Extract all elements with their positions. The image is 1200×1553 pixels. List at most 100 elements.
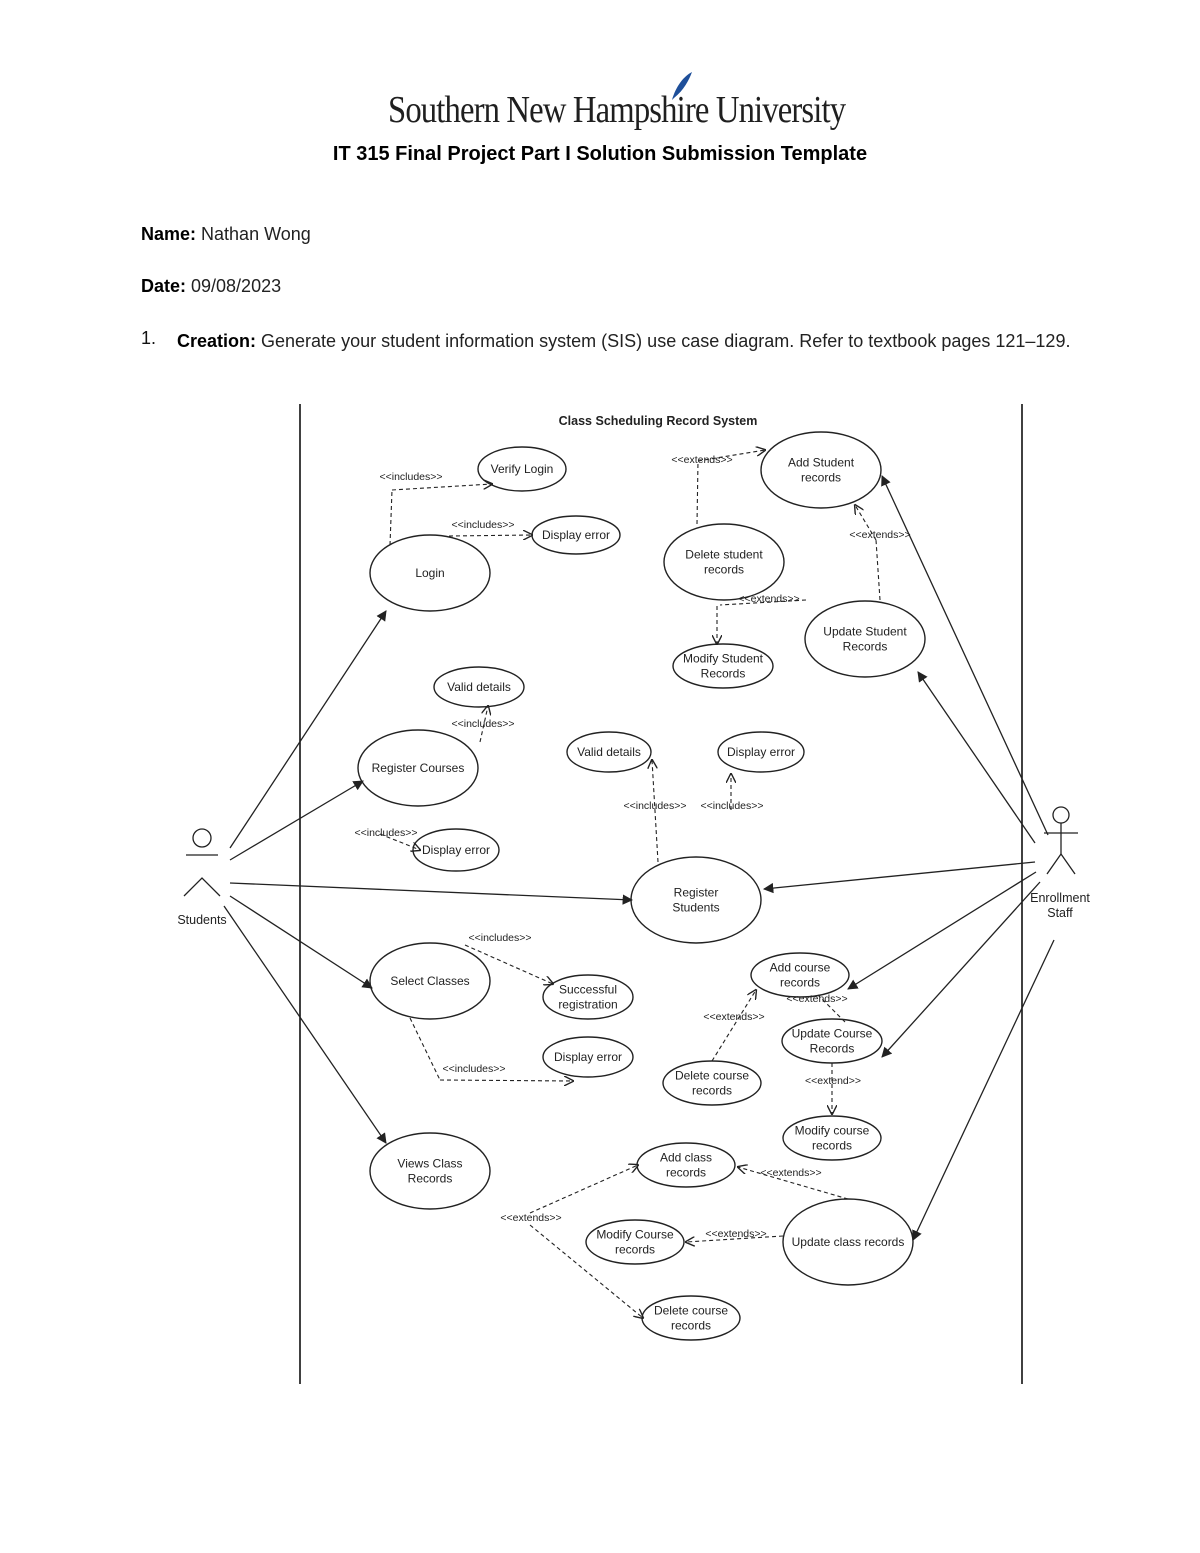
- enrollment-staff-actor: Enrollment Staff: [1030, 806, 1090, 920]
- stereotype-label: <<extends>>: [671, 454, 732, 466]
- assoc-students-register-courses: [229, 780, 364, 861]
- stereotype-label: <<includes>>: [468, 932, 531, 944]
- use-case-label-successful-registration: Successful: [559, 983, 617, 997]
- date-field: Date: 09/08/2023: [141, 276, 281, 297]
- use-case-update-student-records: [804, 600, 926, 678]
- association-line: [409, 1017, 441, 1081]
- association-line: [391, 484, 492, 491]
- use-case-label-modify-course-records-1: Modify course: [795, 1124, 870, 1138]
- use-case-label-delete-student-records: Delete student: [685, 548, 763, 562]
- association-line: [389, 489, 393, 546]
- assoc-staff-add-course: [847, 871, 1037, 990]
- use-case-label-valid-details-1: Valid details: [447, 680, 511, 694]
- use-case-label-display-error-classes: Display error: [554, 1050, 622, 1064]
- question-body: Generate your student information system…: [256, 331, 1071, 351]
- use-case-label-delete-course-records-2: Delete course: [654, 1304, 728, 1318]
- use-case-display-error-students: [717, 731, 805, 773]
- system-title: Class Scheduling Record System: [559, 414, 758, 428]
- use-case-label-register-students: Students: [672, 901, 719, 915]
- use-case-label-update-class-records: Update class records: [792, 1235, 905, 1249]
- use-case-successful-registration: [542, 974, 634, 1020]
- staff-label-line2: Staff: [1047, 906, 1073, 920]
- association-line: [738, 1167, 849, 1200]
- use-case-label-add-class-records: Add class: [660, 1151, 712, 1165]
- use-case-label-add-course-records: records: [780, 976, 820, 990]
- use-case-update-class-records: [782, 1198, 914, 1286]
- use-case-label-display-error-students: Display error: [727, 745, 795, 759]
- assoc-staff-update-student: [917, 671, 1036, 844]
- stereotype-label: <<extends>>: [760, 1167, 821, 1179]
- stereotype-label: <<includes>>: [354, 827, 417, 839]
- use-case-label-modify-student-records: Modify Student: [683, 652, 764, 666]
- use-case-label-select-classes: Select Classes: [390, 974, 469, 988]
- stereotype-label: <<extends>>: [738, 593, 799, 605]
- assoc-students-login: [229, 610, 387, 849]
- use-case-label-modify-course-records-2: Modify Course: [596, 1228, 674, 1242]
- use-case-label-update-student-records: Update Student: [823, 625, 907, 639]
- assoc-students-select-classes: [229, 895, 373, 989]
- association-line: [439, 1080, 573, 1081]
- use-case-views-class-records: [369, 1132, 491, 1210]
- document-title: IT 315 Final Project Part I Solution Sub…: [332, 143, 868, 165]
- association-line: [855, 505, 877, 541]
- use-case-label-update-course-records: Records: [810, 1042, 855, 1056]
- assoc-students-register-students: [229, 882, 634, 905]
- use-case-label-display-error-courses: Display error: [422, 843, 490, 857]
- stereotype-label: <<extends>>: [705, 1228, 766, 1240]
- students-actor: Students: [177, 828, 227, 927]
- association-line: [652, 760, 659, 863]
- use-case-label-update-student-records: Records: [843, 640, 888, 654]
- use-case-login: [369, 534, 491, 612]
- students-label: Students: [177, 913, 226, 927]
- stereotype-label: <<extends>>: [849, 529, 910, 541]
- use-case-display-error-login: [531, 515, 621, 555]
- stereotype-label: <<includes>>: [379, 471, 442, 483]
- use-case-label-verify-login: Verify Login: [491, 462, 554, 476]
- assoc-students-views-class-records: [223, 905, 387, 1144]
- use-case-label-successful-registration: registration: [558, 998, 617, 1012]
- association-line: [875, 539, 881, 601]
- use-case-label-register-students: Register: [674, 886, 719, 900]
- assoc-staff-update-course: [881, 881, 1041, 1058]
- association-line: [529, 1165, 638, 1214]
- use-case-label-login: Login: [415, 566, 444, 580]
- association-line: [464, 944, 553, 984]
- stereotype-label: <<extends>>: [786, 993, 847, 1005]
- use-case-label-valid-details-2: Valid details: [577, 745, 641, 759]
- question-label: Creation:: [177, 331, 257, 351]
- use-case-label-delete-course-records-1: Delete course: [675, 1069, 749, 1083]
- association-line: [696, 460, 699, 525]
- stereotype-label: <<includes>>: [442, 1063, 505, 1075]
- use-case-modify-course-records-2: [585, 1219, 685, 1265]
- date-label: Date:: [141, 276, 187, 296]
- use-case-label-delete-student-records: records: [704, 563, 744, 577]
- use-case-label-modify-student-records: Records: [701, 667, 746, 681]
- association-line: [686, 1235, 784, 1242]
- name-field: Name: Nathan Wong: [141, 224, 311, 245]
- stereotype-label: <<includes>>: [700, 800, 763, 812]
- use-case-label-add-student-records: records: [801, 471, 841, 485]
- use-case-label-add-course-records: Add course: [770, 961, 831, 975]
- use-case-register-courses: [357, 729, 479, 807]
- date-value: 09/08/2023: [186, 276, 282, 296]
- name-value: Nathan Wong: [196, 224, 311, 244]
- use-case-delete-course-records-2: [641, 1295, 741, 1341]
- use-case-label-modify-course-records-1: records: [812, 1139, 852, 1153]
- use-case-register-students: [630, 856, 762, 944]
- use-case-display-error-classes: [542, 1036, 634, 1078]
- name-label: Name:: [141, 224, 197, 244]
- association-line: [711, 990, 756, 1062]
- use-case-label-add-class-records: records: [666, 1166, 706, 1180]
- university-logo: [672, 72, 692, 100]
- use-case-display-error-courses: [412, 828, 500, 872]
- use-case-label-modify-course-records-2: records: [615, 1243, 655, 1257]
- quill-icon: [672, 72, 692, 100]
- use-case-add-student-records: [760, 431, 882, 509]
- assoc-staff-update-class: [912, 939, 1055, 1241]
- stereotype-label: <<includes>>: [623, 800, 686, 812]
- use-case-label-views-class-records: Records: [408, 1172, 453, 1186]
- assoc-staff-add-student: [881, 475, 1049, 836]
- staff-label-line1: Enrollment: [1030, 891, 1090, 905]
- use-case-label-delete-course-records-2: records: [671, 1319, 711, 1333]
- question-number: 1.: [141, 328, 157, 348]
